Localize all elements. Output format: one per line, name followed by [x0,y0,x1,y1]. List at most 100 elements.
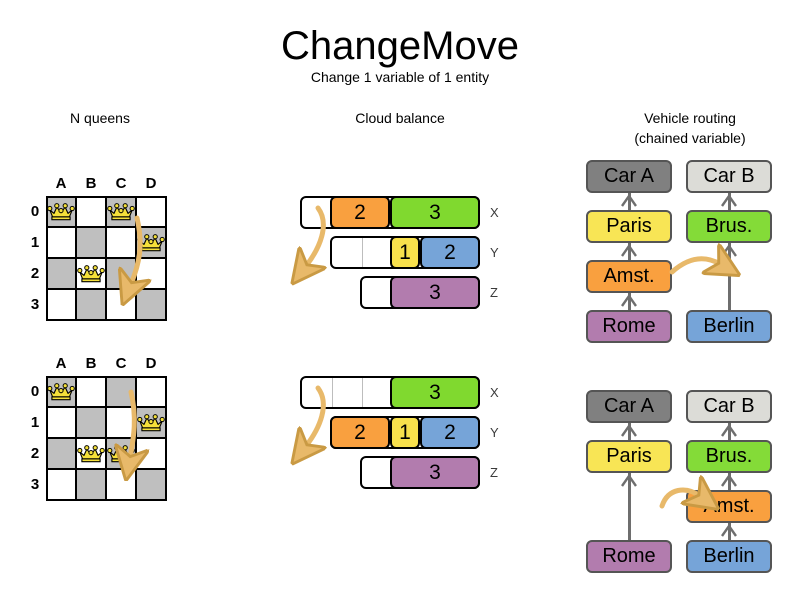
board-row-label: 3 [30,476,40,493]
cloud-computer-label: Y [490,245,499,260]
board-cell[interactable] [136,469,166,500]
board-cell[interactable] [46,289,76,320]
routing-node[interactable]: Brus. [686,210,772,243]
routing-link [728,473,731,490]
routing-link [728,523,731,540]
routing-node[interactable]: Car A [586,390,672,423]
routing-node[interactable]: Car B [686,160,772,193]
routing-node[interactable]: Car A [586,160,672,193]
cloud-bar-divider [362,238,363,267]
cloud-process-segment[interactable]: 3 [390,196,480,229]
column-heading-vehicle-routing: Vehicle routing [644,110,736,126]
cloud-process-segment[interactable]: 1 [390,236,420,269]
routing-arrow-icon [621,294,637,307]
cloud-process-segment[interactable]: 2 [330,196,390,229]
board-cell[interactable] [46,258,76,289]
routing-arrow-icon [621,244,637,257]
board-cell[interactable] [76,407,106,438]
cloud-process-segment[interactable]: 2 [330,416,390,449]
board-row-label: 1 [30,234,40,251]
board-cell[interactable] [76,289,106,320]
cloud-process-segment[interactable]: 3 [390,276,480,309]
queen-piece[interactable] [137,232,165,254]
cloud-process-segment[interactable]: 2 [420,416,480,449]
column-heading-n-queens: N queens [70,110,130,126]
cloud-computer-label: Z [490,465,498,480]
routing-node[interactable]: Amst. [686,490,772,523]
board-cell[interactable] [46,438,76,469]
queen-piece[interactable] [107,443,135,465]
board-cell[interactable] [106,376,136,407]
routing-node[interactable]: Berlin [686,540,772,573]
routing-node[interactable]: Rome [586,540,672,573]
board-row-label: 2 [30,445,40,462]
cloud-process-segment[interactable]: 2 [420,236,480,269]
cloud-computer-label: X [490,205,499,220]
queen-piece[interactable] [47,381,75,403]
board-cell[interactable] [46,469,76,500]
routing-arrow-icon [721,474,737,487]
board-col-label: A [55,355,67,372]
queen-piece[interactable] [137,412,165,434]
board-cell[interactable] [76,376,106,407]
board-cell[interactable] [136,438,166,469]
routing-node[interactable]: Car B [686,390,772,423]
cloud-computer-label: Z [490,285,498,300]
board-cell[interactable] [106,289,136,320]
routing-arrow-icon [721,424,737,437]
board-cell[interactable] [76,227,106,258]
routing-node[interactable]: Amst. [586,260,672,293]
board-col-label: D [145,175,157,192]
cloud-process-segment[interactable]: 3 [390,376,480,409]
board-cell[interactable] [106,407,136,438]
board-col-label: C [115,175,127,192]
routing-link [628,193,631,210]
board-cell[interactable] [106,227,136,258]
board-cell[interactable] [136,376,166,407]
cloud-computer-label: X [490,385,499,400]
routing-arrow-icon [721,194,737,207]
board-cell[interactable] [136,196,166,227]
board-col-label: A [55,175,67,192]
routing-node[interactable]: Paris [586,440,672,473]
board-cell[interactable] [76,469,106,500]
board-cell[interactable] [46,407,76,438]
cloud-process-segment[interactable]: 1 [390,416,420,449]
page-subtitle: Change 1 variable of 1 entity [310,69,490,85]
routing-arrow-icon [621,474,637,487]
board-cell[interactable] [136,258,166,289]
board-col-label: C [115,355,127,372]
routing-link [628,243,631,260]
cloud-process-segment[interactable]: 3 [390,456,480,489]
board-col-label: B [85,355,97,372]
routing-node[interactable]: Berlin [686,310,772,343]
routing-link [728,423,731,440]
board-cell[interactable] [136,289,166,320]
board-cell[interactable] [106,469,136,500]
arrow-routing-move-before [669,259,720,272]
queen-piece[interactable] [77,263,105,285]
column-heading-cloud-balance: Cloud balance [355,110,445,126]
page-title: ChangeMove [281,24,519,68]
routing-node[interactable]: Brus. [686,440,772,473]
board-cell[interactable] [76,196,106,227]
queen-piece[interactable] [107,201,135,223]
queen-piece[interactable] [77,443,105,465]
board-row-label: 0 [30,383,40,400]
cloud-bar-divider [332,378,333,407]
routing-link [628,293,631,310]
routing-node[interactable]: Rome [586,310,672,343]
routing-arrow-icon [621,194,637,207]
board-row-label: 1 [30,414,40,431]
queen-piece[interactable] [47,201,75,223]
board-cell[interactable] [46,227,76,258]
board-col-label: D [145,355,157,372]
routing-node[interactable]: Paris [586,210,672,243]
board-cell[interactable] [106,258,136,289]
